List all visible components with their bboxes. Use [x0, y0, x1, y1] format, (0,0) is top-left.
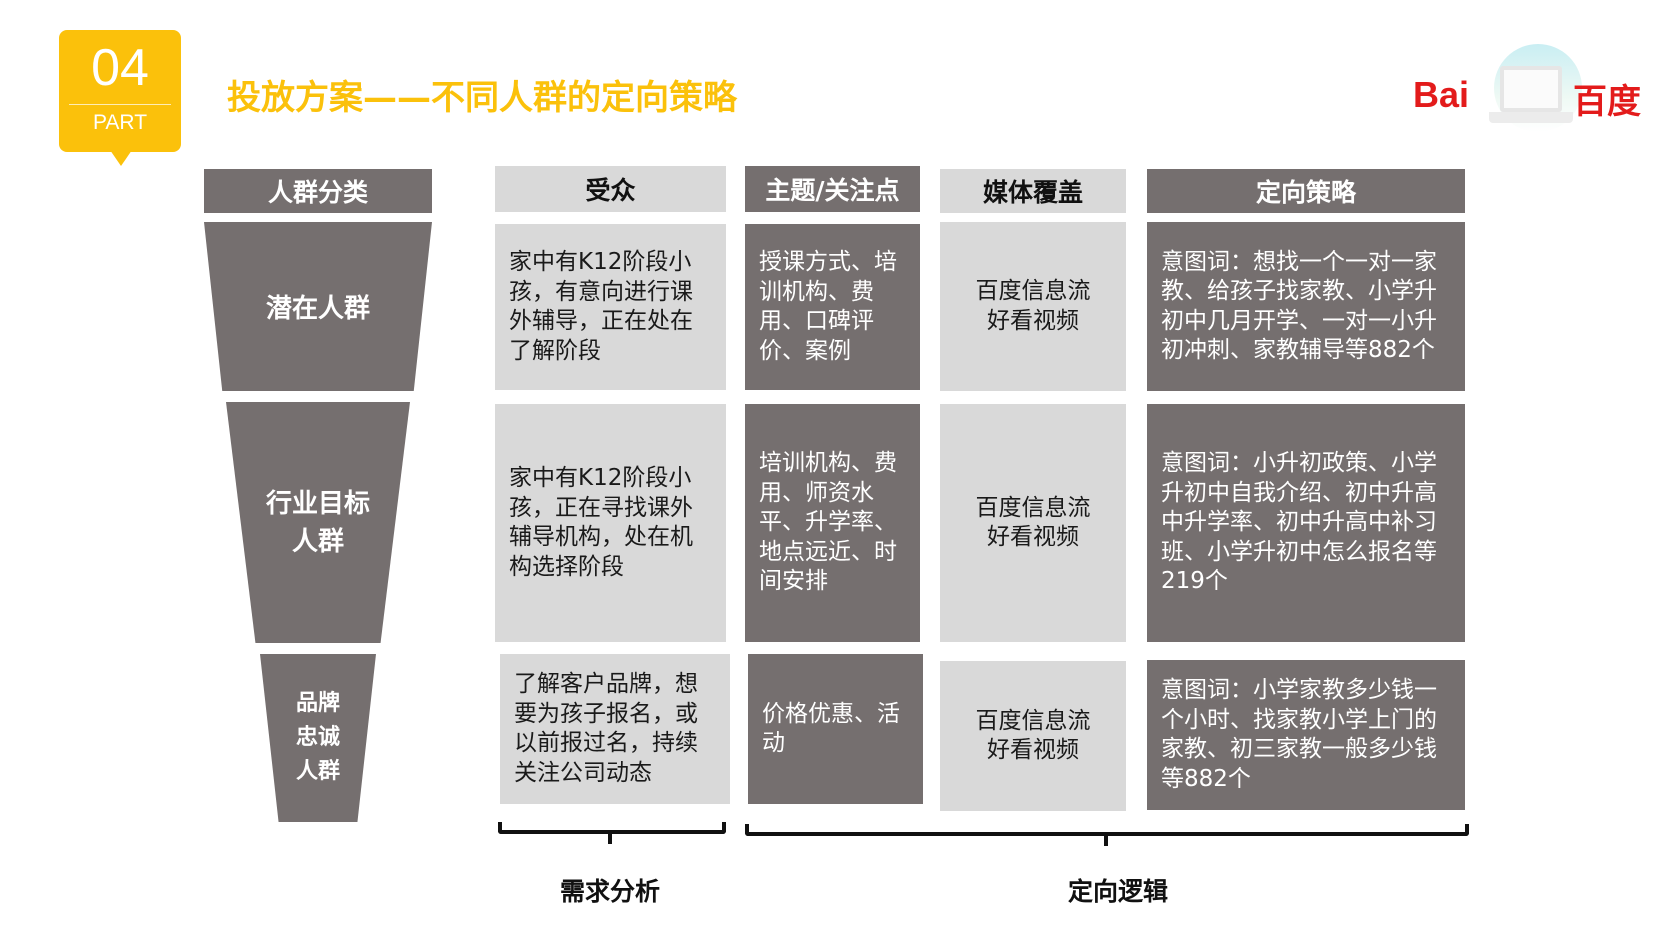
cell-strategy-row1: 意图词：想找一个一对一家教、给孩子找家教、小学升初中几月开学、一对一小升初冲刺、… — [1147, 222, 1465, 391]
page-title: 投放方案——不同人群的定向策略 — [227, 78, 737, 118]
header-category: 人群分类 — [204, 169, 432, 213]
cell-audience-row1: 家中有K12阶段小孩，有意向进行课外辅导，正在处在了解阶段 — [495, 224, 726, 390]
badge-pointer-icon — [110, 150, 132, 166]
bracket-tick-right — [1104, 836, 1108, 846]
laptop-base-icon — [1489, 112, 1573, 123]
cell-topics-row1: 授课方式、培训机构、费用、口碑评价、案例 — [745, 224, 920, 390]
label-demand-analysis: 需求分析 — [560, 877, 661, 906]
cell-topics-row2: 培训机构、费用、师资水平、升学率、地点远近、时间安排 — [745, 404, 920, 642]
header-strategy: 定向策略 — [1147, 169, 1465, 213]
funnel-segment-potential: 潜在人群 — [204, 222, 432, 391]
header-audience: 受众 — [495, 166, 726, 212]
funnel-segment-industry: 行业目标 人群 — [226, 402, 410, 643]
header-topics: 主题/关注点 — [745, 166, 920, 212]
label-targeting-logic: 定向逻辑 — [1068, 877, 1169, 906]
header-media: 媒体覆盖 — [940, 169, 1126, 213]
logo-text-baidu: 百度 — [1573, 82, 1641, 122]
cell-media-row1: 百度信息流 好看视频 — [940, 222, 1126, 391]
part-label: PART — [92, 111, 148, 134]
category-label: 潜在人群 — [265, 294, 370, 324]
badge-divider — [69, 104, 171, 105]
cell-media-row3: 百度信息流 好看视频 — [940, 661, 1126, 811]
part-badge: 04 PART — [59, 30, 181, 152]
cell-audience-row2: 家中有K12阶段小孩，正在寻找课外辅导机构，处在机构选择阶段 — [495, 404, 726, 642]
category-label-line2: 忠诚 — [295, 725, 340, 750]
cell-topics-row3: 价格优惠、活动 — [748, 654, 923, 804]
category-label-line2: 人群 — [291, 526, 344, 557]
funnel-segment-loyal: 品牌 忠诚 人群 — [260, 654, 376, 822]
bracket-targeting-logic — [745, 824, 1469, 836]
category-label-line1: 品牌 — [295, 691, 340, 716]
part-number: 04 — [91, 39, 149, 97]
cell-strategy-row2: 意图词：小升初政策、小学升初中自我介绍、初中升高中升学率、初中升高中补习班、小学… — [1147, 404, 1465, 642]
category-label-line1: 行业目标 — [265, 488, 370, 519]
cell-audience-row3: 了解客户品牌，想要为孩子报名，或以前报过名，持续关注公司动态 — [500, 654, 730, 804]
category-label-line3: 人群 — [295, 759, 340, 784]
cell-strategy-row3: 意图词：小学家教多少钱一个小时、找家教小学上门的家教、初三家教一般多少钱等882… — [1147, 660, 1465, 810]
logo-text-bai: Bai — [1413, 74, 1470, 115]
bracket-demand-analysis — [498, 822, 726, 834]
bracket-tick-left — [608, 834, 612, 844]
cell-media-row2: 百度信息流 好看视频 — [940, 404, 1126, 642]
laptop-icon — [1500, 66, 1562, 112]
